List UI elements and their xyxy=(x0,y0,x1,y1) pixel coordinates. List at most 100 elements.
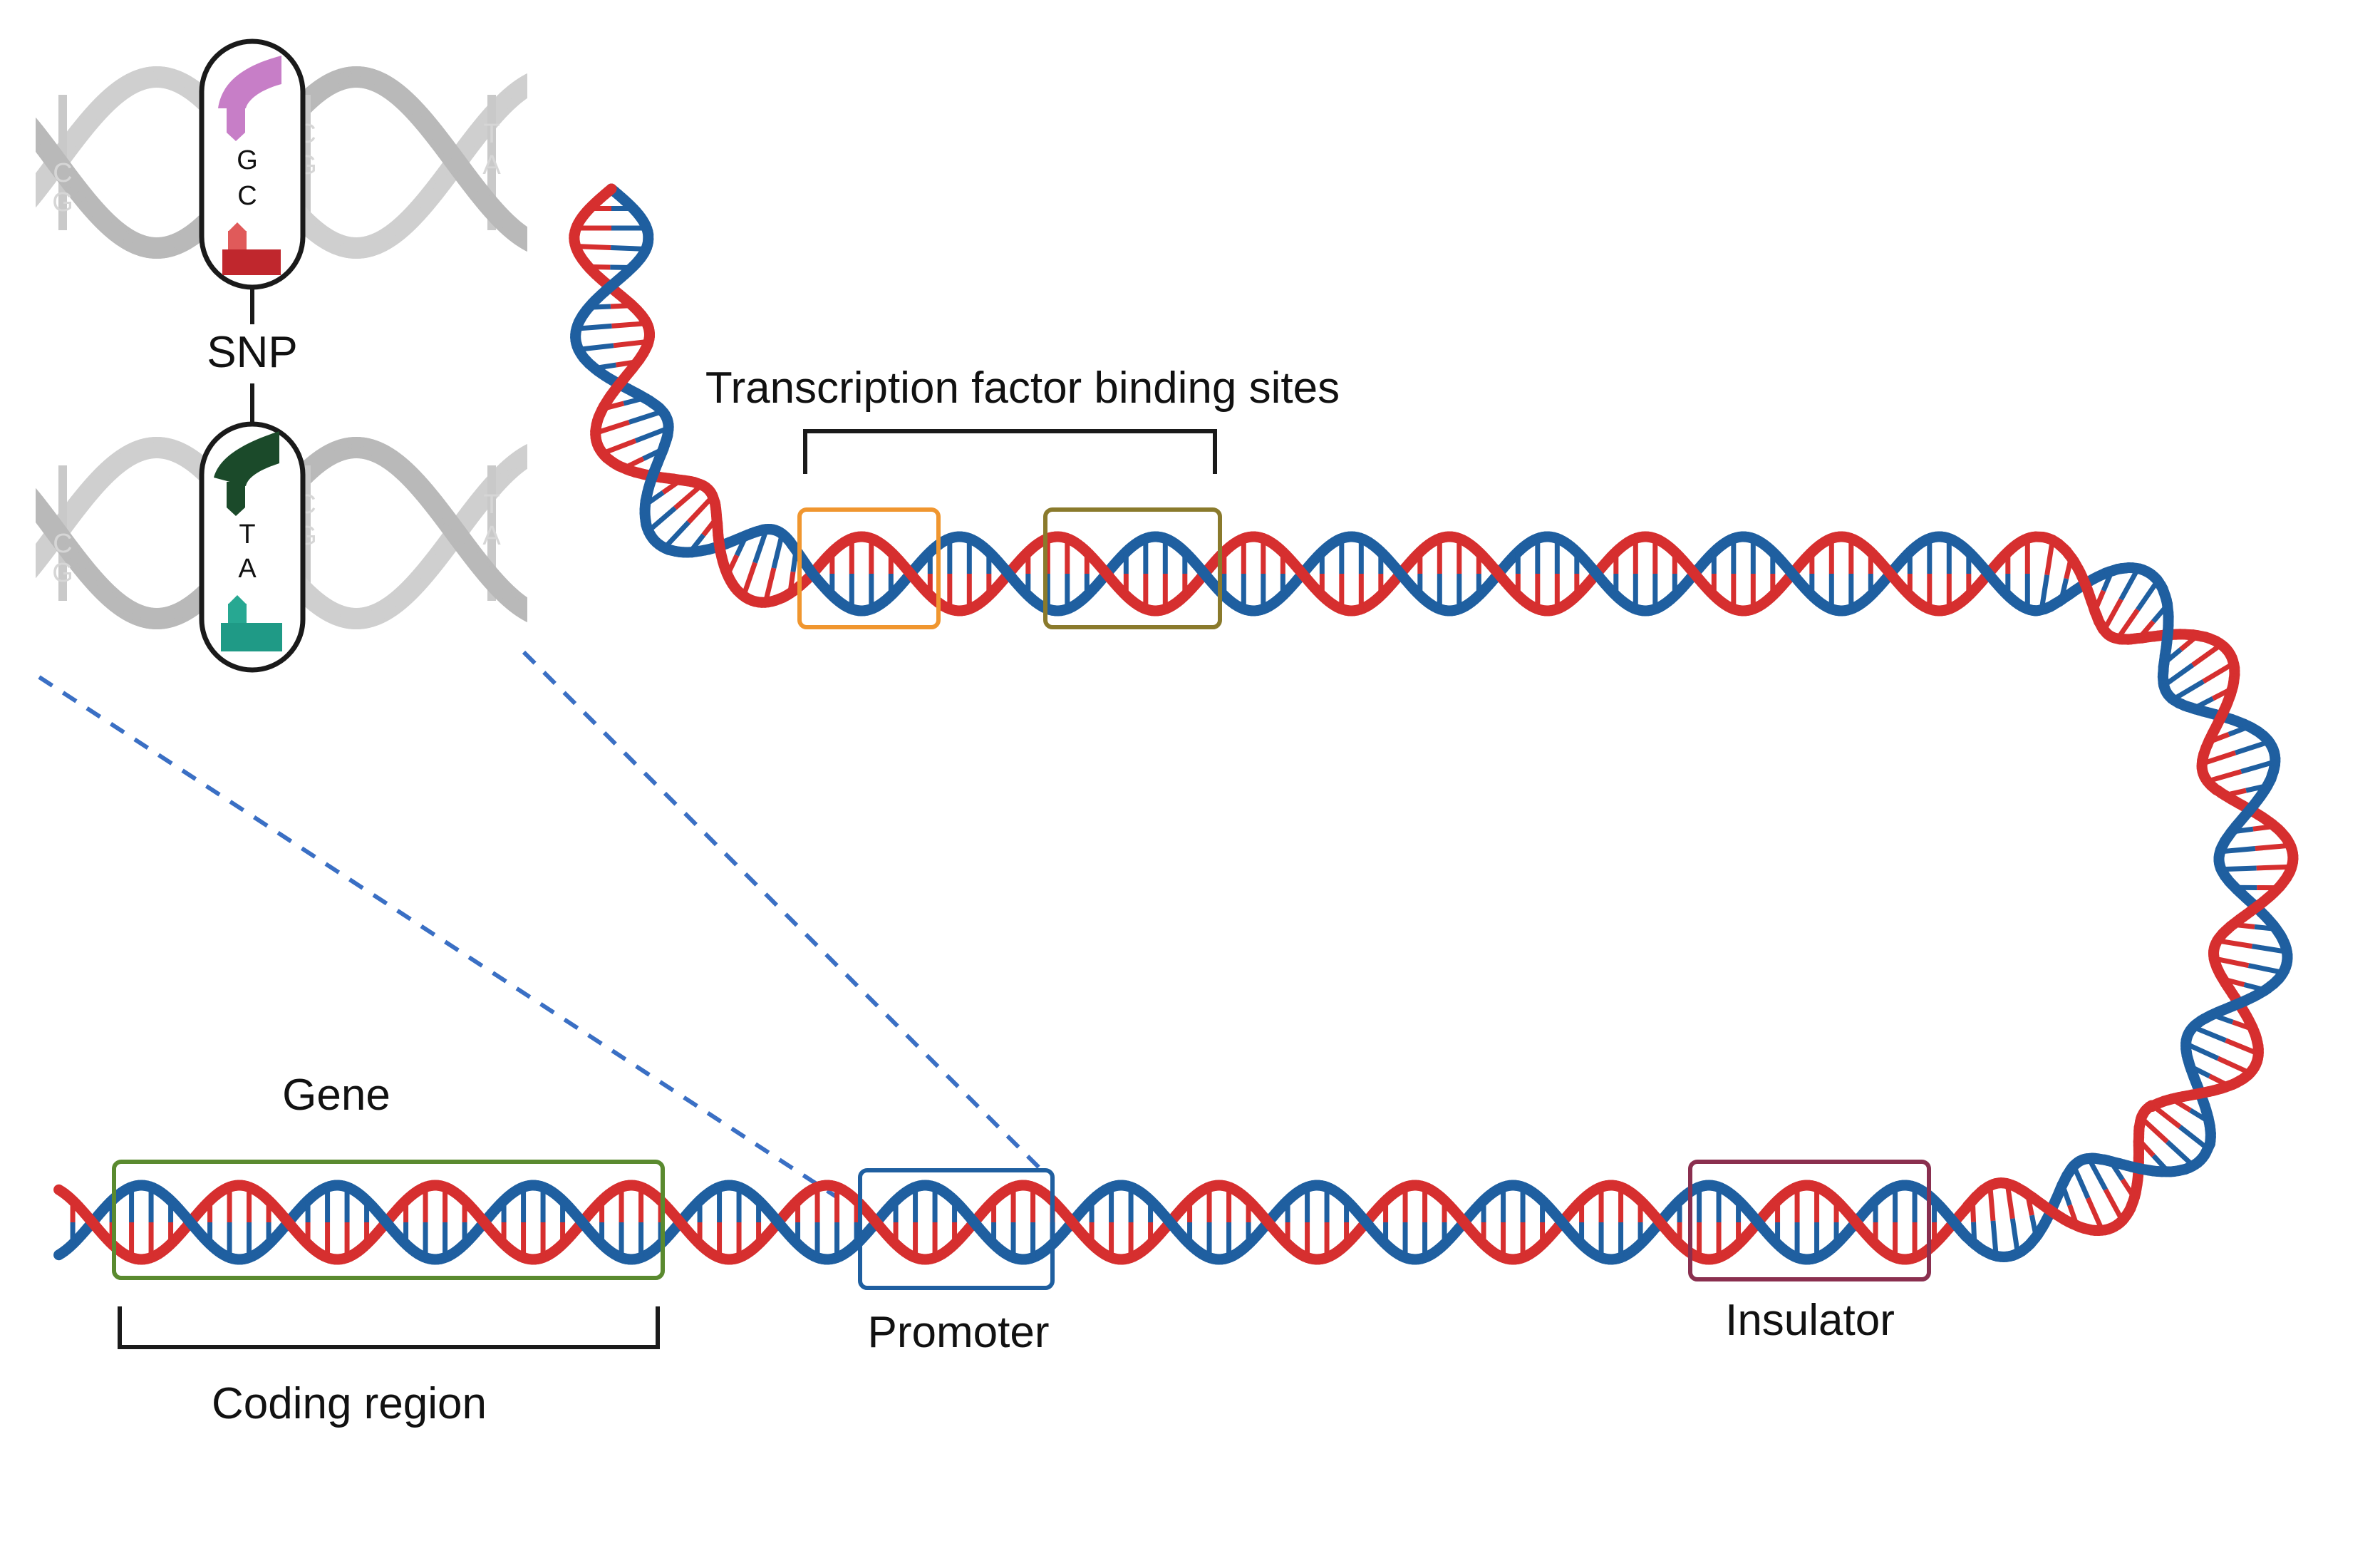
base-pair-rung xyxy=(2252,823,2275,832)
base-pair-rung xyxy=(611,321,648,329)
base-pair-rung xyxy=(2178,1125,2210,1151)
snp-bottom-upper-base xyxy=(227,482,245,507)
base-pair-rung xyxy=(623,395,646,406)
snp-bottom-left-base-2: G xyxy=(52,558,73,588)
base-pair-rung xyxy=(2247,963,2284,976)
base-pair-rung xyxy=(2228,724,2250,737)
snp-top-base-1: G xyxy=(237,145,258,175)
base-pair-rung xyxy=(2188,1063,2211,1078)
base-pair-rung xyxy=(575,244,611,250)
base-pair-rung xyxy=(2217,1056,2252,1076)
snp-top-capsule: G C xyxy=(199,38,306,290)
coding-region-label: Coding region xyxy=(212,1379,487,1428)
base-pair-rung xyxy=(662,520,690,550)
base-pair-rung xyxy=(2139,1115,2169,1144)
grey-strand-segment xyxy=(519,443,527,465)
base-pair-rung xyxy=(2220,846,2256,855)
grey-strand-segment xyxy=(525,237,527,250)
grey-strand-segment xyxy=(36,182,45,206)
tf-binding-sites-bracket xyxy=(803,429,1217,474)
base-pair-rung xyxy=(1990,1220,1999,1257)
dna-base-pairs xyxy=(70,206,2292,1258)
base-pair-rung xyxy=(2240,759,2276,774)
base-pair-rung xyxy=(613,339,649,349)
grey-strand-segment xyxy=(519,230,527,252)
grey-strand-segment xyxy=(525,608,527,621)
base-pair-rung xyxy=(2101,569,2115,592)
base-pair-rung xyxy=(2085,1197,2105,1232)
snp-bottom-base-1: T xyxy=(239,520,255,550)
base-pair-rung xyxy=(2115,608,2140,641)
zoom-line-left xyxy=(38,675,839,1200)
base-pair-rung xyxy=(688,533,705,554)
grey-strand-segment xyxy=(522,73,527,92)
base-pair-rung xyxy=(576,323,612,331)
base-pair-rung xyxy=(2179,633,2200,651)
snp-top-left-base-2: G xyxy=(52,187,73,217)
base-pair-rung xyxy=(2254,924,2277,932)
grey-strand-segment xyxy=(36,488,42,510)
snp-bottom-left-base-1: C xyxy=(53,529,72,559)
base-pair-rung xyxy=(578,343,614,352)
snp-bottom-capsule: T A xyxy=(199,421,306,673)
base-pair-rung xyxy=(787,571,796,594)
base-pair-rung xyxy=(2251,944,2287,954)
grey-strand-segment xyxy=(517,229,527,252)
zoom-line-right xyxy=(522,650,1050,1178)
grey-strand-segment xyxy=(519,73,527,95)
base-pair-rung xyxy=(2191,642,2223,667)
snp-bottom-far-base-1: T xyxy=(483,490,500,520)
grey-strand-segment xyxy=(522,444,527,463)
base-pair-rung xyxy=(2202,661,2235,684)
grey-strand-segment xyxy=(36,117,42,139)
snp-top-base-2: C xyxy=(237,181,257,211)
base-pair-rung xyxy=(2185,1041,2220,1061)
base-pair-rung xyxy=(2071,1165,2091,1200)
promoter-box xyxy=(858,1168,1055,1290)
base-pair-rung xyxy=(2120,1178,2137,1200)
base-pair-rung xyxy=(2044,540,2055,576)
insulator-label: Insulator xyxy=(1725,1296,1895,1345)
grey-strand-segment xyxy=(522,233,527,252)
base-pair-rung xyxy=(762,567,777,603)
snp-top-lower-base xyxy=(228,231,247,252)
blue-strand-segment xyxy=(2161,687,2174,701)
base-pair-rung xyxy=(2009,1218,2020,1254)
base-pair-rung xyxy=(2059,578,2069,601)
base-pair-rung xyxy=(2192,1024,2227,1043)
grey-strand-segment xyxy=(539,245,542,246)
base-pair-rung xyxy=(622,456,645,471)
snp-bottom-upper-strand xyxy=(214,431,279,486)
base-pair-rung xyxy=(2235,739,2270,755)
base-pair-rung xyxy=(2189,1108,2210,1124)
base-pair-rung xyxy=(2225,1038,2260,1056)
base-pair-rung xyxy=(2171,679,2205,702)
red-strand-segment xyxy=(2102,629,2116,641)
base-pair-rung xyxy=(611,244,646,252)
base-pair-rung xyxy=(646,506,677,533)
base-pair-rung xyxy=(594,362,617,371)
red-strand-segment xyxy=(746,595,761,607)
grey-strand-segment xyxy=(517,444,527,467)
base-pair-rung xyxy=(2162,663,2195,688)
base-pair-rung xyxy=(2136,1138,2156,1157)
grey-strand-segment xyxy=(36,557,42,579)
grey-strand-segment xyxy=(539,79,542,80)
grey-strand-segment xyxy=(36,119,45,143)
tf-binding-site-box-2 xyxy=(1043,507,1222,629)
snp-top-far-base-2: A xyxy=(482,150,501,180)
grey-strand-segment xyxy=(517,73,527,96)
grey-strand-segment xyxy=(36,490,45,514)
snp-label: SNP xyxy=(207,328,297,377)
base-pair-rung xyxy=(673,483,704,510)
snp-top-far-base-1: T xyxy=(483,119,500,149)
red-strand-segment xyxy=(591,435,603,450)
blue-strand-segment xyxy=(2182,1027,2195,1041)
base-pair-rung xyxy=(661,478,683,495)
tf-binding-sites-label: Transcription factor binding sites xyxy=(705,363,1340,413)
base-pair-rung xyxy=(741,562,757,597)
base-pair-rung xyxy=(2136,579,2160,612)
base-pair-rung xyxy=(2222,976,2245,987)
base-pair-rung xyxy=(734,535,749,557)
